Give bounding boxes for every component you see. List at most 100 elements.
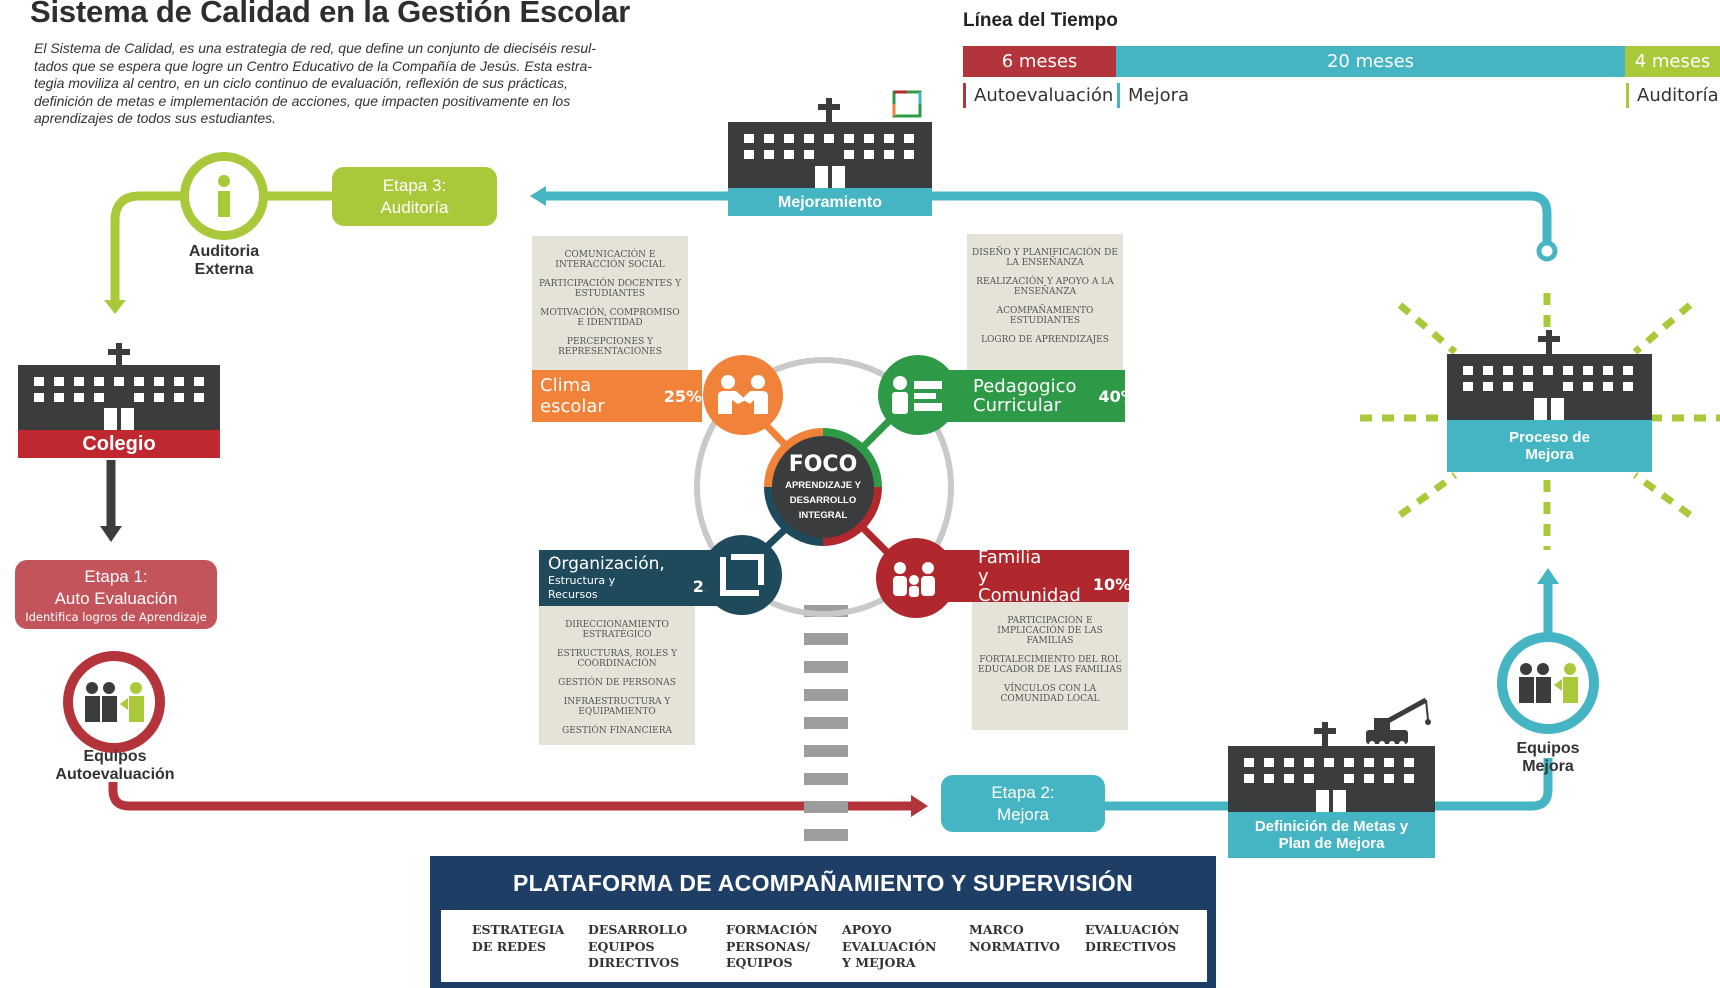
structure-icon <box>702 535 782 615</box>
platform-items-box <box>441 910 1207 982</box>
auditoria-caption: Auditoria Externa <box>160 243 288 279</box>
proceso-label-l2: Mejora <box>1525 446 1574 463</box>
list-item: PERCEPCIONES Y REPRESENTACIONES <box>558 337 662 357</box>
eq-mejora-caption: Equipos Mejora <box>1492 740 1604 776</box>
platform-item-line: DIRECTIVOS <box>1085 938 1177 954</box>
stage3-label: Etapa 3: <box>382 175 447 195</box>
audit-connector <box>110 191 332 302</box>
platform-item-line: EVALUACIÓN <box>842 938 937 954</box>
platform-title: PLATAFORMA DE ACOMPAÑAMIENTO Y SUPERVISI… <box>512 870 1134 896</box>
improvement-top-connector <box>545 191 1552 248</box>
platform-item-line: Y MEJORA <box>842 955 916 970</box>
definicion-label-l1: Definición de Metas y <box>1254 818 1409 835</box>
focus-ring <box>694 357 954 617</box>
list-item: DIRECCIONAMIENTO ESTRATÉGICO <box>565 620 669 640</box>
timeline-duration-autoevaluacion: 6 meses <box>963 46 1116 77</box>
list-item: PARTICIPACIÓN E IMPLICACIÓN DE LAS FAMIL… <box>997 616 1103 646</box>
building-body <box>728 122 932 188</box>
list-item: ACOMPAÑAMIENTO ESTUDIANTES <box>996 306 1094 326</box>
definicion-metas-label: Definición de Metas y Plan de Mejora <box>1228 812 1435 858</box>
info-icon <box>189 161 259 231</box>
platform-item: APOYO EVALUACIÓN Y MEJORA <box>842 922 936 972</box>
family-icon <box>876 538 956 618</box>
organizacion-name-l3: Recursos <box>548 588 598 601</box>
familia-name-l2: y Comunidad <box>978 565 1081 606</box>
pedagogico-name: Pedagogico Curricular <box>973 377 1077 415</box>
stage1-box: Etapa 1: Auto Evaluación Identifica logr… <box>15 560 217 629</box>
familia-name: Familia y Comunidad <box>978 548 1081 605</box>
list-item: LOGRO DE APRENDIZAJES <box>981 335 1109 345</box>
clima-weight: 25% <box>663 386 702 406</box>
eq-autoevaluacion-caption: Equipos Autoevaluación <box>40 748 190 784</box>
intro-line: aprendizajes de todos sus estudiantes. <box>34 110 277 126</box>
teacher-board-icon <box>878 355 958 435</box>
list-item: REALIZACIÓN Y APOYO A LA ENSEÑANZA <box>976 277 1114 297</box>
focus-inner: FOCO APRENDIZAJE Y DESARROLLO INTEGRAL <box>772 436 874 538</box>
team-mejora-icon <box>1497 632 1599 734</box>
platform-item-line: NORMATIVO <box>969 938 1061 954</box>
cross-icon <box>818 98 840 124</box>
timeline-duration-auditoria: 4 meses <box>1625 46 1720 77</box>
colegio-down-arrowhead <box>100 526 122 542</box>
intro-paragraph: El Sistema de Calidad, es una estrategia… <box>34 40 658 128</box>
autoevaluacion-arrowhead <box>911 795 928 817</box>
pedagogico-weight: 40% <box>1098 386 1137 406</box>
list-item: DISEÑO Y PLANIFICACIÓN DE LA ENSEÑANZA <box>972 248 1118 268</box>
stage2-box: Etapa 2: Mejora <box>941 775 1105 832</box>
list-item: MOTIVACIÓN, COMPROMISO E IDENTIDAD <box>540 308 680 328</box>
familia-label: Familia y Comunidad 10% <box>936 548 1132 605</box>
platform-dashes <box>804 605 848 841</box>
building-windows <box>1463 366 1633 420</box>
building-body <box>1228 746 1435 812</box>
building-body <box>18 365 220 430</box>
building-body <box>1447 354 1652 420</box>
improvement-top-arrowhead <box>530 186 546 206</box>
list-item: GESTIÓN FINANCIERA <box>562 726 672 736</box>
platform-item-line: FORMACIÓN <box>726 922 818 937</box>
intro-line: tados que se espera que logre un Centro … <box>34 57 593 74</box>
definicion-label-l2: Plan de Mejora <box>1278 835 1385 852</box>
eq-auto-caption-l2: Autoevaluación <box>55 766 175 783</box>
stage1-name: Auto Evaluación <box>54 588 178 608</box>
familia-name-l1: Familia <box>978 546 1042 568</box>
pedagogico-name-l2: Curricular <box>973 395 1062 416</box>
focus-title: FOCO <box>788 451 858 477</box>
focus-line1: APRENDIZAJE Y <box>785 479 861 491</box>
pedagogico-label: Pedagogico Curricular 40% <box>935 370 1137 422</box>
organizacion-name: Organización, Estructura y Recursos <box>548 554 665 602</box>
building-windows <box>34 377 204 430</box>
platform-item-line: DIRECTIVOS <box>588 955 680 970</box>
timeline-duration-mejora: 20 meses <box>1116 46 1625 77</box>
proceso-label-l1: Proceso de <box>1509 429 1590 446</box>
connector-node <box>1536 240 1558 262</box>
stage1-subtitle: Identifica logros de Aprendizaje <box>25 609 207 624</box>
focus-line2: DESARROLLO <box>789 494 857 506</box>
familia-weight: 10% <box>1092 574 1132 594</box>
colegio-building: Colegio <box>18 343 220 461</box>
cross-icon <box>108 343 130 369</box>
cross-icon <box>1538 330 1560 356</box>
platform-item: EVALUACIÓN DIRECTIVOS <box>1085 922 1179 955</box>
list-item: FORTALECIMIENTO DEL ROL EDUCADOR DE LAS … <box>977 655 1123 675</box>
list-item: VÍNCULOS CON LA COMUNIDAD LOCAL <box>1000 684 1100 704</box>
improvement-up-arrowhead <box>1537 568 1559 584</box>
pedagogico-name-l1: Pedagogico <box>973 376 1077 397</box>
intro-line: El Sistema de Calidad, es una estrategia… <box>34 40 596 56</box>
focus-line3: INTEGRAL <box>798 509 848 521</box>
eq-auto-caption-l1: Equipos <box>83 748 147 765</box>
list-item: INFRAESTRUCTURA Y EQUIPAMIENTO <box>563 697 671 717</box>
auditoria-caption-l1: Auditoria <box>188 243 260 260</box>
mejoramiento-building: Mejoramiento <box>728 98 932 218</box>
list-item: COMUNICACIÓN E INTERACCIÓN SOCIAL <box>555 250 665 270</box>
platform-item-line: PERSONAS/ <box>726 938 810 954</box>
timeline-label-mejora: Mejora <box>1117 83 1189 108</box>
stage3-box: Etapa 3: Auditoría <box>332 167 497 226</box>
colegio-label: Colegio <box>18 430 220 458</box>
clima-label: Clima escolar 25% <box>532 370 702 422</box>
platform-item-line: APOYO <box>842 922 892 937</box>
list-item: PARTICIPACIÓN DOCENTES Y ESTUDIANTES <box>538 279 682 299</box>
improvement-bottom-connector <box>1105 758 1553 811</box>
organizacion-name-l2: Estructura y <box>548 574 616 587</box>
platform-item-line: DE REDES <box>472 938 547 954</box>
platform-item: DESARROLLO EQUIPOS DIRECTIVOS <box>588 922 687 972</box>
